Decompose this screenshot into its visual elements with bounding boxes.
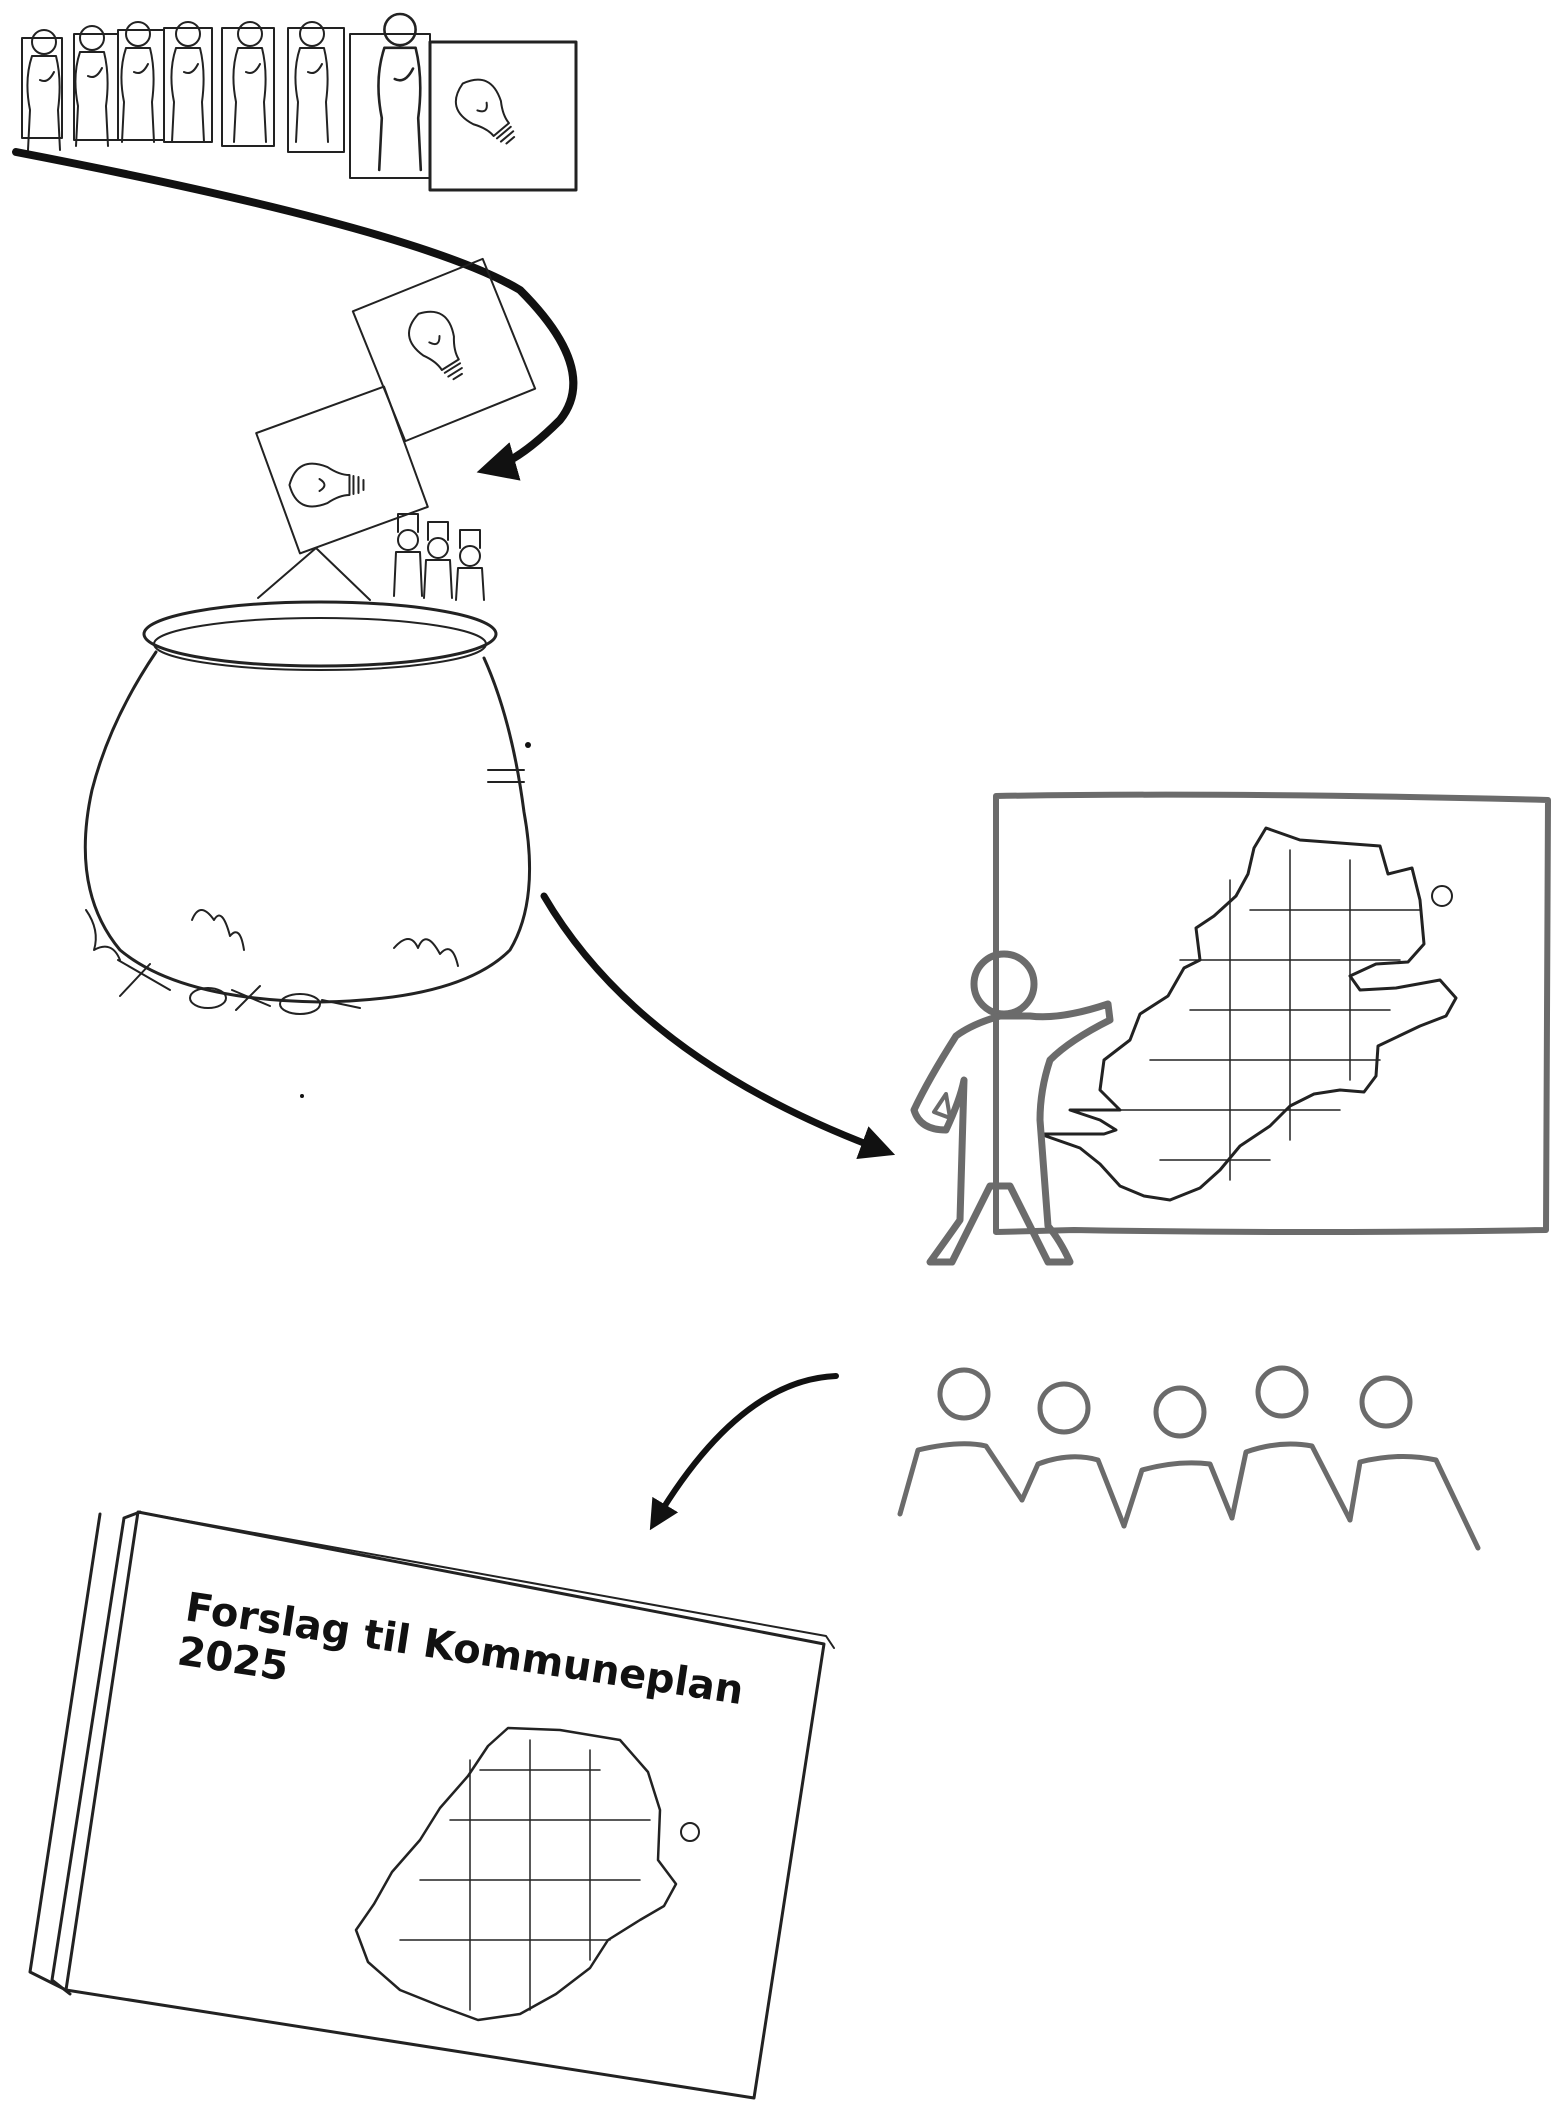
person-icon bbox=[232, 21, 267, 143]
flow-arrow-ideas-to-cauldron bbox=[12, 148, 578, 481]
puzzle-map-icon bbox=[1038, 826, 1458, 1202]
logs bbox=[117, 959, 361, 1015]
cauldron-icon bbox=[83, 600, 532, 1098]
person-icon bbox=[294, 21, 329, 143]
audience-member bbox=[897, 1367, 1025, 1517]
idea-card-stack bbox=[21, 12, 431, 179]
falling-idea-cards bbox=[255, 257, 537, 601]
audience-member bbox=[1121, 1385, 1235, 1529]
lightbulb-icon bbox=[288, 462, 365, 508]
person-icon bbox=[26, 29, 61, 151]
book-map-icon bbox=[354, 1726, 700, 2022]
audience-member bbox=[1347, 1375, 1481, 1551]
idea-card bbox=[428, 40, 578, 192]
presentation-board bbox=[993, 791, 1551, 1235]
ideas-row bbox=[21, 12, 578, 192]
lightbulb-icon bbox=[445, 68, 528, 156]
book-icon: Forslag til Kommuneplan 2025 bbox=[28, 1510, 835, 2100]
audience-member bbox=[1019, 1381, 1127, 1529]
audience-member bbox=[1229, 1365, 1353, 1523]
flames bbox=[85, 909, 459, 967]
person-icon bbox=[170, 21, 205, 143]
chef-figures bbox=[393, 513, 485, 601]
people-icon bbox=[897, 1365, 1481, 1551]
person-icon bbox=[74, 25, 109, 147]
lightbulb-icon bbox=[399, 301, 477, 389]
flow-arrow-audience-to-book bbox=[649, 1373, 839, 1531]
person-icon bbox=[377, 12, 423, 172]
person-icon bbox=[120, 21, 155, 143]
flow-arrow-cauldron-to-presentation bbox=[540, 892, 896, 1160]
presenter-figure bbox=[910, 950, 1114, 1266]
